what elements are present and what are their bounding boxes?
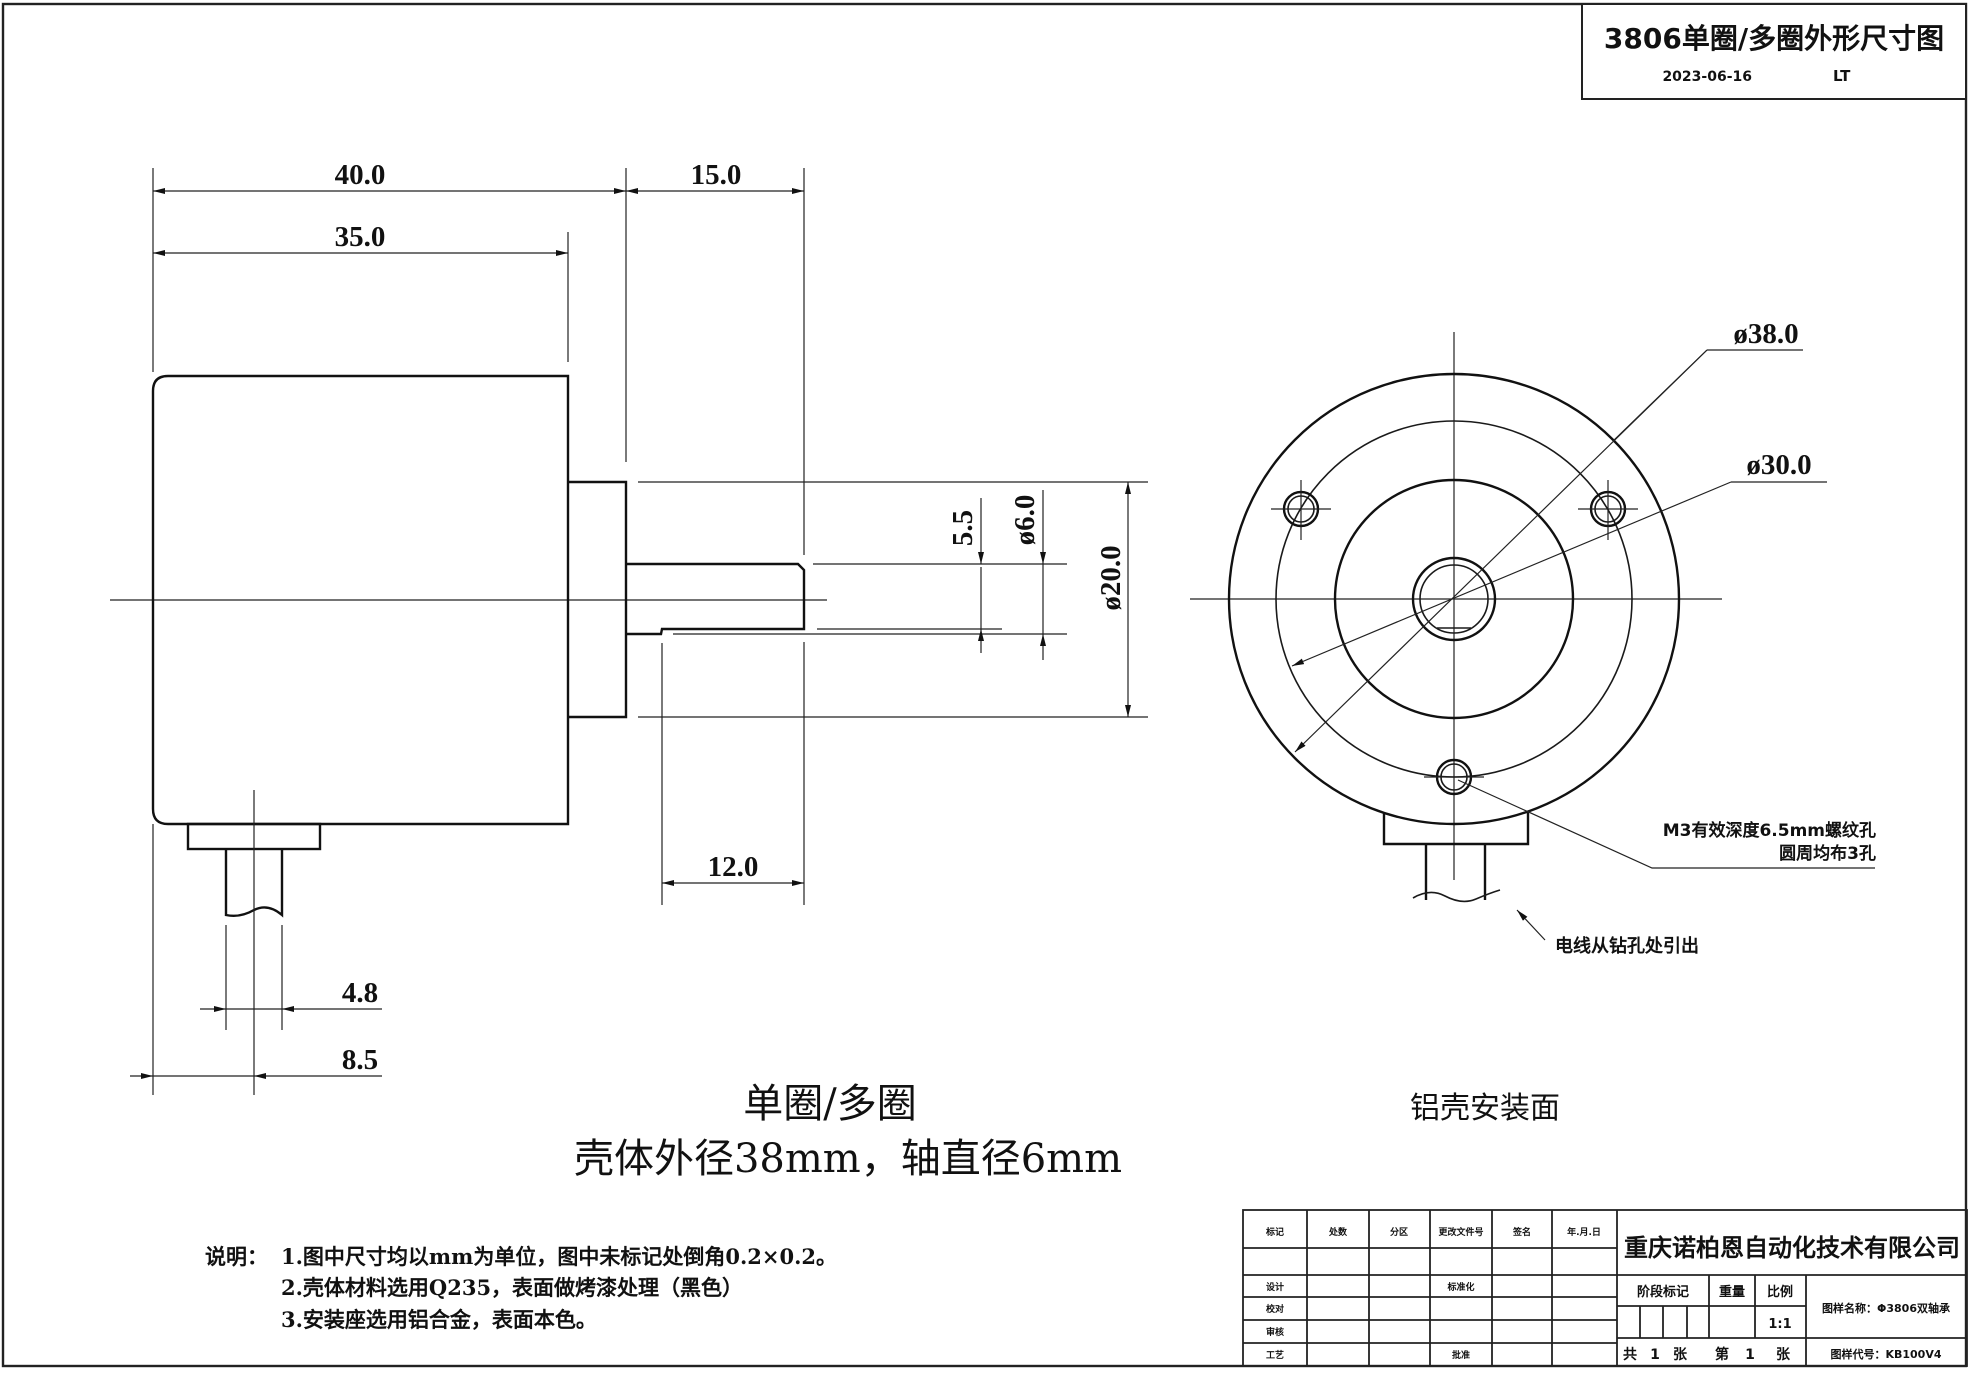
dim-line-outer-diameter xyxy=(1612,349,1708,442)
drawing-author: LT xyxy=(1833,67,1851,85)
dim-shaft-diameter: ø6.0 xyxy=(1009,495,1041,546)
drawing-code: 图样代号：KB100V4 xyxy=(1830,1347,1941,1361)
dim-shaft-length: 15.0 xyxy=(691,159,742,191)
title-block xyxy=(1242,1209,1968,1367)
sheet-unit: 张 xyxy=(1776,1347,1791,1363)
encoder-body xyxy=(151,374,570,826)
dim-flat-length: 12.0 xyxy=(708,851,759,883)
weight-label: 重量 xyxy=(1719,1284,1745,1300)
housing-outer-circle xyxy=(1227,372,1681,826)
sheet-unit: 张 xyxy=(1673,1347,1688,1363)
dim-outer-diameter: ø38.0 xyxy=(1733,318,1798,350)
rev-header: 分区 xyxy=(1390,1226,1408,1238)
note-item: 1.图中尺寸均以mm为单位，图中未标记处倒角0.2×0.2。 xyxy=(281,1244,837,1269)
shaft-outer-circle xyxy=(1411,556,1497,642)
dim-boss-diameter: ø20.0 xyxy=(1095,545,1127,610)
sheet-total: 1 xyxy=(1650,1347,1660,1363)
scale-value: 1:1 xyxy=(1768,1317,1791,1332)
drawing-name: 图样名称：Φ3806双轴承 xyxy=(1822,1301,1951,1315)
front-view-caption: 铝壳安装面 xyxy=(1410,1091,1560,1126)
dim-cable-offset: 8.5 xyxy=(342,1044,378,1076)
scale-label: 比例 xyxy=(1767,1284,1793,1300)
side-view-caption-title: 单圈/多圈 xyxy=(743,1081,916,1127)
encoder-shaft xyxy=(626,562,806,636)
role-label: 工艺 xyxy=(1266,1349,1284,1361)
company-name: 重庆诺柏恩自动化技术有限公司 xyxy=(1624,1234,1960,1262)
rev-header: 签名 xyxy=(1512,1226,1531,1238)
rev-header: 处数 xyxy=(1328,1226,1348,1238)
front-cable-gland xyxy=(1382,812,1530,846)
encoder-boss xyxy=(568,480,628,719)
sheet-index: 1 xyxy=(1745,1347,1755,1363)
notes-prefix: 说明： xyxy=(205,1244,268,1269)
side-view-caption-spec: 壳体外径38mm，轴直径6mm xyxy=(574,1136,1122,1182)
hole-note-line2: 圆周均布3孔 xyxy=(1779,843,1876,864)
dim-overall-length: 40.0 xyxy=(335,159,386,191)
hole-note-line1: M3有效深度6.5mm螺纹孔 xyxy=(1663,820,1876,841)
mounting-hole xyxy=(1578,480,1638,540)
dim-cable-diameter: 4.8 xyxy=(342,977,378,1009)
note-item: 2.壳体材料选用Q235，表面做烤漆处理（黑色） xyxy=(281,1275,743,1300)
front-view: ø38.0 ø30.0 M3有效深度6.5mm螺纹孔 圆周均布3孔 电线从钻孔处… xyxy=(1190,318,1876,1126)
mounting-hole xyxy=(1424,758,1484,796)
note-item: 3.安装座选用铝合金，表面本色。 xyxy=(281,1307,597,1332)
notes: 说明： 1.图中尺寸均以mm为单位，图中未标记处倒角0.2×0.2。 2.壳体材… xyxy=(205,1244,837,1332)
title-block-text: 标记 处数 分区 更改文件号 签名 年.月.日 设计 校对 审核 工艺 标准化 … xyxy=(1265,1226,1960,1363)
front-cable-break xyxy=(1412,889,1501,903)
approval-label: 批准 xyxy=(1452,1349,1470,1361)
dim-hole-circle: ø30.0 xyxy=(1746,449,1811,481)
sheet-index-label: 第 xyxy=(1715,1346,1729,1363)
side-view: 40.0 15.0 35.0 12.0 5.5 ø6.0 ø20.0 xyxy=(110,159,1148,1182)
mounting-boss-circle xyxy=(1333,478,1575,720)
wire-note-arrow xyxy=(1516,909,1546,941)
dim-flat-height: 5.5 xyxy=(947,510,979,546)
shaft-inner-circle xyxy=(1419,564,1489,634)
wire-note: 电线从钻孔处引出 xyxy=(1555,935,1699,957)
dim-line-hole-circle xyxy=(1291,481,1732,667)
role-label: 审核 xyxy=(1266,1326,1284,1338)
sheet-total-label: 共 xyxy=(1623,1346,1637,1363)
drawing-date: 2023-06-16 xyxy=(1662,69,1752,85)
rev-header: 标记 xyxy=(1265,1226,1284,1238)
front-cable xyxy=(1424,844,1487,900)
role-label: 校对 xyxy=(1266,1303,1284,1315)
stage-label: 阶段标记 xyxy=(1637,1284,1689,1300)
header-title-box: 3806单圈/多圈外形尺寸图 2023-06-16 LT xyxy=(1581,3,1967,100)
rev-header: 更改文件号 xyxy=(1438,1226,1483,1238)
standardization-label: 标准化 xyxy=(1446,1281,1474,1293)
rev-header: 年.月.日 xyxy=(1567,1226,1601,1238)
drawing-title: 3806单圈/多圈外形尺寸图 xyxy=(1604,22,1944,55)
hole-note-leader xyxy=(1457,779,1875,869)
mounting-hole xyxy=(1271,480,1331,540)
dim-body-length: 35.0 xyxy=(335,221,386,253)
role-label: 设计 xyxy=(1266,1281,1284,1293)
